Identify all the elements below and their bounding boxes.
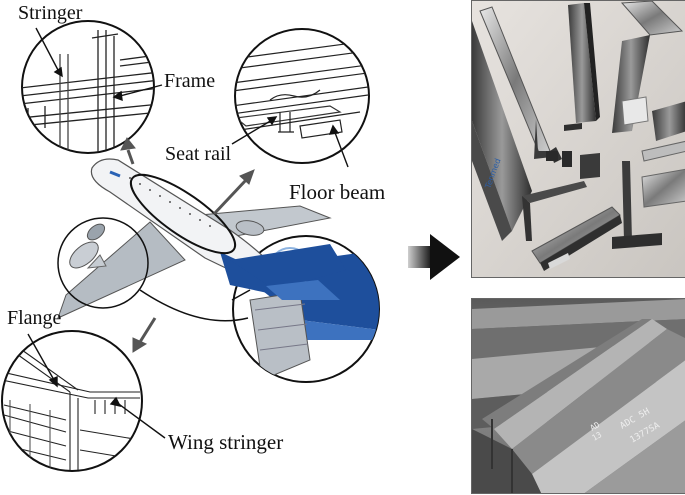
arrow-to-wing-stringer-detail [132,317,157,353]
wing-stringer-leader-arrowhead [109,396,122,408]
marking-4: 13 [591,430,604,443]
stringer-frame-detail [21,20,155,154]
wing-stringer-label: Wing stringer [168,430,284,454]
floor-beam-leader-arrowhead [328,124,340,135]
frame-label: Frame [164,70,216,92]
detail-pointer-arrows [120,137,255,353]
stringer-label: Stringer [18,2,83,24]
seat-rail-leader-arrowhead [266,116,278,126]
aircraft-illustration [57,158,346,322]
flange-label: Flange [7,307,62,329]
arrow-to-frame-detail [120,137,136,165]
floor-beam-label: Floor beam [289,180,386,204]
transition-arrow [408,234,460,280]
seat-rail-floor-beam-detail [234,28,370,164]
wing-stringers-photo: ADC 5H 1377SA AD 13 [471,298,685,494]
marking-3: AD [589,420,602,433]
leader-lines [27,27,349,439]
wing-stringer-detail [1,330,143,472]
arrow-to-seat-rail-detail [212,169,255,216]
flange-leader-arrowhead [48,375,58,388]
stringer-leader-arrowhead [53,66,63,78]
composite-profiles-photo: Tenmed [471,0,685,278]
frame-leader-arrowhead [112,90,123,102]
seat-rail-label: Seat rail [165,143,232,165]
